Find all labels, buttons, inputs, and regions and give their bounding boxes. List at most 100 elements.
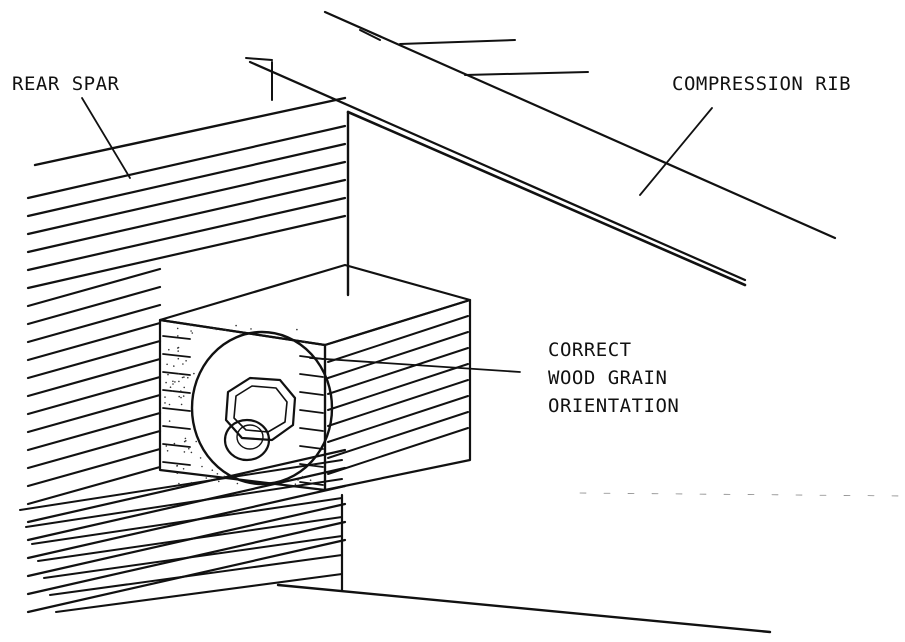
grain-line [327,331,469,379]
stipple-dot [183,386,185,389]
stipple-dot [173,442,176,445]
stipple-dot [185,440,187,442]
stipple-dot [166,363,168,366]
stipple-dot [223,475,226,478]
grain-line [162,389,191,394]
stipple-dot [164,396,166,398]
grain-line [327,411,469,459]
stipple-dot [173,365,175,367]
rear-spar-label: REAR SPAR [12,73,120,95]
grain-line [19,459,343,511]
stipple-dot [296,328,298,331]
stipple-dot [201,465,203,468]
stipple-dot [190,324,192,327]
stipple-dot [165,381,167,384]
grain-line [162,443,191,448]
stipple-dot [199,457,202,459]
grain-line [26,196,347,272]
grain-line [26,142,347,218]
grain-line [162,425,191,430]
stipple-dot [177,373,180,375]
stipple-dot [171,390,174,392]
grain-line [37,516,343,562]
grain-line [26,321,162,362]
grain-leader [309,357,521,373]
stipple-dot [178,395,180,398]
stipple-dot [211,469,214,472]
stipple-dot [190,330,192,332]
stipple-dot [250,328,252,330]
stipple-dot [180,396,182,399]
callout-line-1: CORRECT [548,339,632,361]
stipple-dot [182,395,185,397]
grain-line [26,339,162,380]
stipple-dot [224,329,227,331]
grain-line [26,124,347,200]
stipple-dot [177,357,180,360]
stipple-dot [172,380,174,383]
grain-line [26,214,347,290]
grain-line [55,573,343,613]
stipple-dot [172,383,174,385]
stipple-dot [182,363,184,365]
grain-line [26,447,162,488]
stipple-dot [177,335,179,337]
bolt-end [223,418,271,462]
stipple-dot [183,376,185,378]
callout-line-3: ORIENTATION [548,395,679,417]
stipple-dot [210,476,213,478]
grain-line [299,481,324,486]
stipple-dot [190,481,193,484]
stipple-dot [309,479,312,482]
grain-line [26,448,347,524]
stipple-dot [178,482,180,485]
stipple-dot [218,480,220,483]
stipple-dot [191,332,194,334]
stipple-dot [177,350,179,352]
grain-line [26,429,162,470]
grain-line [327,363,469,411]
grain-line [162,353,191,358]
stipple-dot [216,473,219,475]
grain-line [327,427,469,475]
grain-line [327,315,469,363]
stipple-dot [297,479,299,481]
stipple-dot [174,381,176,383]
grain-line [299,373,324,378]
compression-rib-label: COMPRESSION RIB [672,73,851,95]
grain-line [31,497,343,545]
grain-line [299,409,324,414]
stipple-dot [183,440,186,443]
grain-line [162,461,191,466]
stipple-dot [176,327,179,330]
stipple-dot [180,403,183,406]
stipple-dot [165,445,168,447]
stipple-dot [235,324,237,327]
callout-line-2: WOOD GRAIN [548,367,667,389]
rear-spar-leader [81,97,131,179]
stipple-dot [185,360,187,362]
grain-line [162,371,191,376]
grain-line [25,478,343,528]
grain-line [26,393,162,434]
stipple-dot [176,465,178,467]
stipple-dot [181,376,184,379]
stipple-dot [168,403,171,406]
grain-line [26,303,162,344]
grain-line [327,347,469,395]
grain-line [299,445,324,450]
grain-line [327,379,469,427]
grain-line [327,395,469,443]
stipple-dot [187,376,189,379]
stipple-dot [313,464,315,466]
grain-line [26,267,162,308]
grain-line [26,375,162,416]
stipple-dot [190,451,193,454]
stipple-dot [195,440,197,443]
stipple-dot [183,451,186,453]
stipple-dot [178,380,180,383]
spacer-block [158,263,472,492]
stipple-dot [167,373,169,376]
stipple-dot [176,347,179,349]
